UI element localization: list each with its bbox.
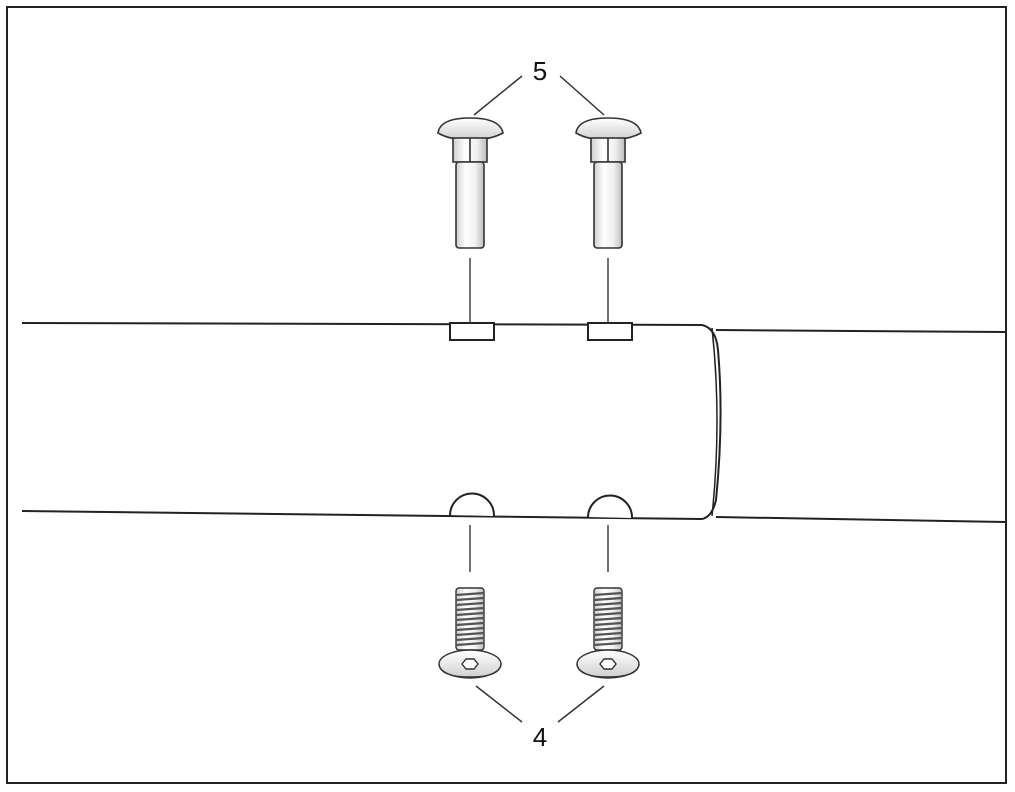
button-head-hex-socket-screw-icon [438, 587, 502, 679]
carriage-bolt-icon [437, 117, 504, 249]
tube2-bottom-edge [715, 516, 1006, 523]
bottom-hole-right [587, 494, 634, 519]
top-slot-right [587, 322, 633, 341]
tube2-top-edge [715, 329, 1006, 333]
callout-5-label: 5 [533, 56, 547, 86]
tube-bottom-edge [21, 510, 703, 520]
tube-joint-inner [711, 327, 718, 517]
callout-leaders [473, 75, 605, 723]
button-head-hex-socket-screw-icon [576, 587, 640, 679]
diagram-frame [6, 6, 1007, 784]
alignment-lines [469, 258, 609, 572]
callout-4-label: 4 [533, 722, 547, 752]
bottom-hole-left [449, 492, 496, 517]
tube-joint [701, 324, 722, 520]
tube [21, 322, 1006, 523]
top-slot-left [449, 322, 495, 341]
carriage-bolt-icon [575, 117, 642, 249]
